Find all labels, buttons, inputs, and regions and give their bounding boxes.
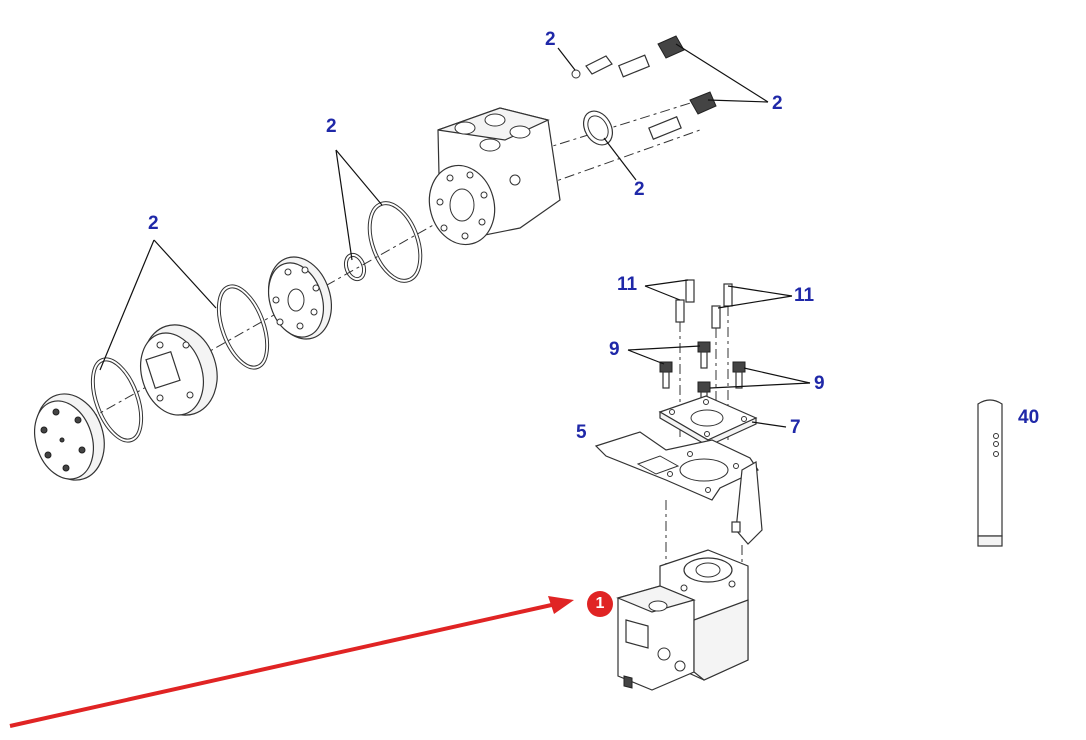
check-valve-upper — [571, 35, 685, 79]
callout-2-port-o-ring: 2 — [634, 179, 645, 200]
end-cap-part — [34, 393, 105, 481]
o-ring-right — [367, 201, 423, 283]
leader-lines — [99, 43, 811, 428]
callout-7-flange: 7 — [790, 417, 801, 438]
o-ring-middle — [216, 284, 270, 370]
callout-11-right: 11 — [794, 285, 815, 306]
callout-2-o-rings-left: 2 — [148, 213, 159, 234]
valve-axis-line-upper — [539, 99, 701, 151]
callout-9-left: 9 — [609, 339, 620, 360]
check-valve-lower — [648, 91, 717, 140]
callout-40-shaft: 40 — [1018, 407, 1040, 428]
steering-valve-unit — [616, 549, 749, 691]
gear-set-part — [140, 324, 218, 416]
steering-unit-housing — [428, 107, 561, 246]
callout-5-bracket: 5 — [576, 422, 587, 443]
shaft-part — [977, 399, 1003, 547]
callout-9-right: 9 — [814, 373, 825, 394]
o-ring-left — [90, 357, 144, 443]
callout-2-o-rings-middle: 2 — [326, 116, 337, 137]
callout-11-left: 11 — [617, 274, 638, 295]
valve-axis-line-lower — [544, 129, 701, 186]
distributor-plate-part — [268, 256, 332, 340]
callout-2-top-valve: 2 — [545, 29, 556, 50]
callout-2-valve-caps: 2 — [772, 93, 783, 114]
red-arrow-pointer — [9, 596, 574, 728]
flange-plate-part — [658, 395, 758, 448]
mounting-bracket-part — [594, 431, 763, 580]
small-o-ring — [343, 252, 367, 282]
assembly-axis-line — [69, 209, 461, 431]
highlight-badge-1: 1 — [587, 591, 613, 617]
